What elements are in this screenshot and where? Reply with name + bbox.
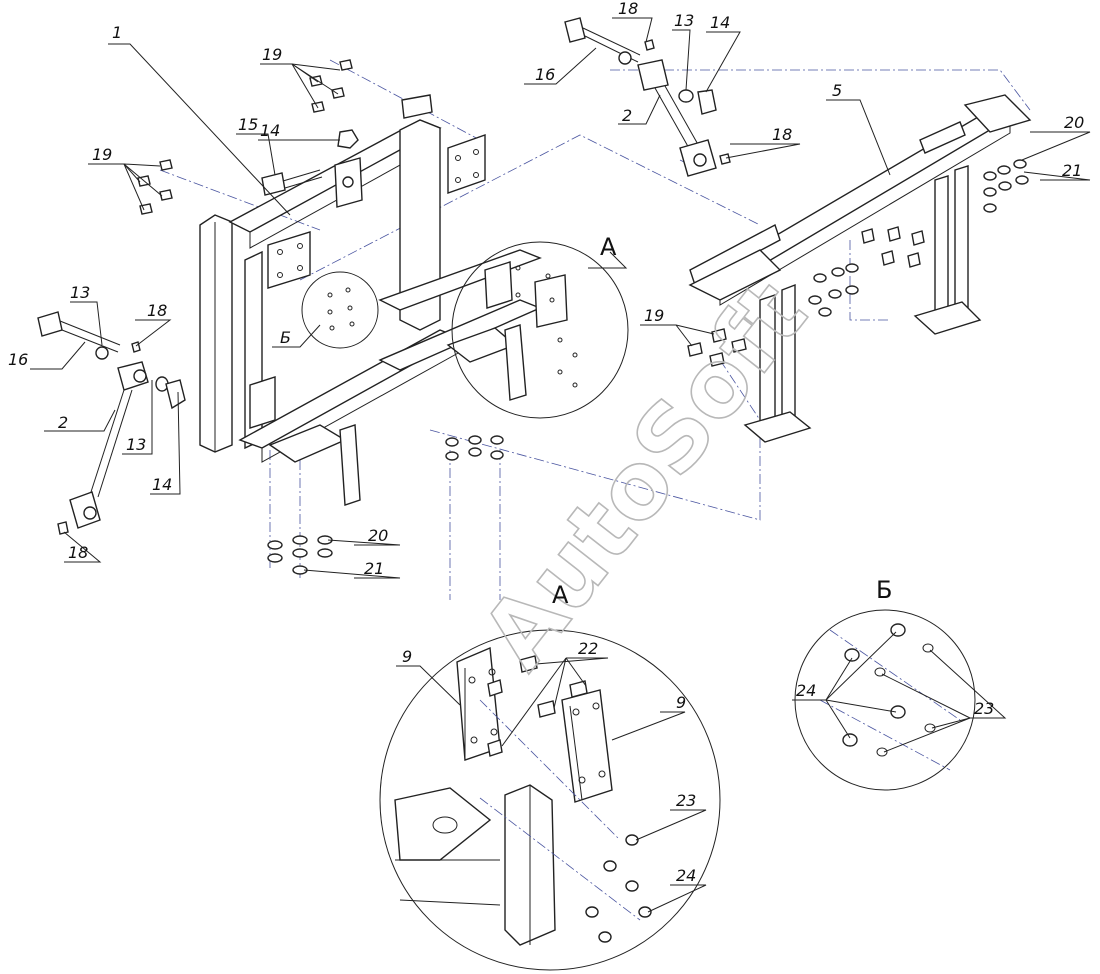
- left-link-assembly: [37, 311, 186, 535]
- detail-view-a-title: А: [552, 581, 569, 609]
- leader-lines: [30, 17, 1091, 913]
- callout-19-mid: 19: [644, 306, 664, 325]
- callout-15: 15: [238, 115, 258, 134]
- frame-top-fasteners: [261, 129, 359, 196]
- callout-13-right: 13: [674, 11, 694, 30]
- callout-view-a-marker: А: [600, 233, 617, 261]
- detail-circle-b-small: [301, 271, 379, 349]
- bolt-group-19-left: [137, 159, 173, 215]
- bolt-group-19-mid: [687, 328, 747, 367]
- callout-16-left: 16: [8, 350, 28, 369]
- callout-13-left-bottom: 13: [126, 435, 146, 454]
- callout-labels: 1 2 2 5 9 9 13 13 13 14 14 14 15 16 16 1…: [8, 0, 1084, 885]
- detail-view-b-title: Б: [876, 576, 892, 604]
- callout-24-b: 24: [796, 681, 816, 700]
- callout-14-right: 14: [710, 13, 730, 32]
- callout-13-left-top: 13: [70, 283, 90, 302]
- callout-18-left-top: 18: [147, 301, 167, 320]
- callout-20-bottom: 20: [368, 526, 388, 545]
- right-frame: [688, 94, 1032, 443]
- callout-21-bottom: 21: [364, 559, 384, 578]
- callout-view-b-marker: Б: [280, 328, 291, 347]
- callout-9-left: 9: [402, 647, 412, 666]
- callout-20-right: 20: [1064, 113, 1084, 132]
- detail-circle-a-small: [451, 241, 629, 419]
- callout-19-top: 19: [262, 45, 282, 64]
- callout-23-b: 23: [974, 699, 994, 718]
- callout-5: 5: [832, 81, 842, 100]
- detail-view-a: [379, 629, 721, 971]
- callout-18-right-top: 18: [618, 0, 638, 18]
- callout-9-right: 9: [676, 693, 686, 712]
- callout-21-right: 21: [1062, 161, 1082, 180]
- callout-2-left: 2: [58, 413, 68, 432]
- bottom-nut-stacks: [267, 435, 504, 575]
- callout-14-frame: 14: [260, 121, 280, 140]
- callout-19-left: 19: [92, 145, 112, 164]
- callout-1: 1: [112, 23, 122, 42]
- callout-16-right: 16: [535, 65, 555, 84]
- right-link-assembly: [564, 17, 731, 177]
- callout-2-right: 2: [622, 106, 632, 125]
- callout-18-right: 18: [772, 125, 792, 144]
- callout-24-a: 24: [676, 866, 696, 885]
- callout-18-left-bottom: 18: [68, 543, 88, 562]
- callout-14-left: 14: [152, 475, 172, 494]
- callout-23-a: 23: [676, 791, 696, 810]
- callout-22: 22: [578, 639, 598, 658]
